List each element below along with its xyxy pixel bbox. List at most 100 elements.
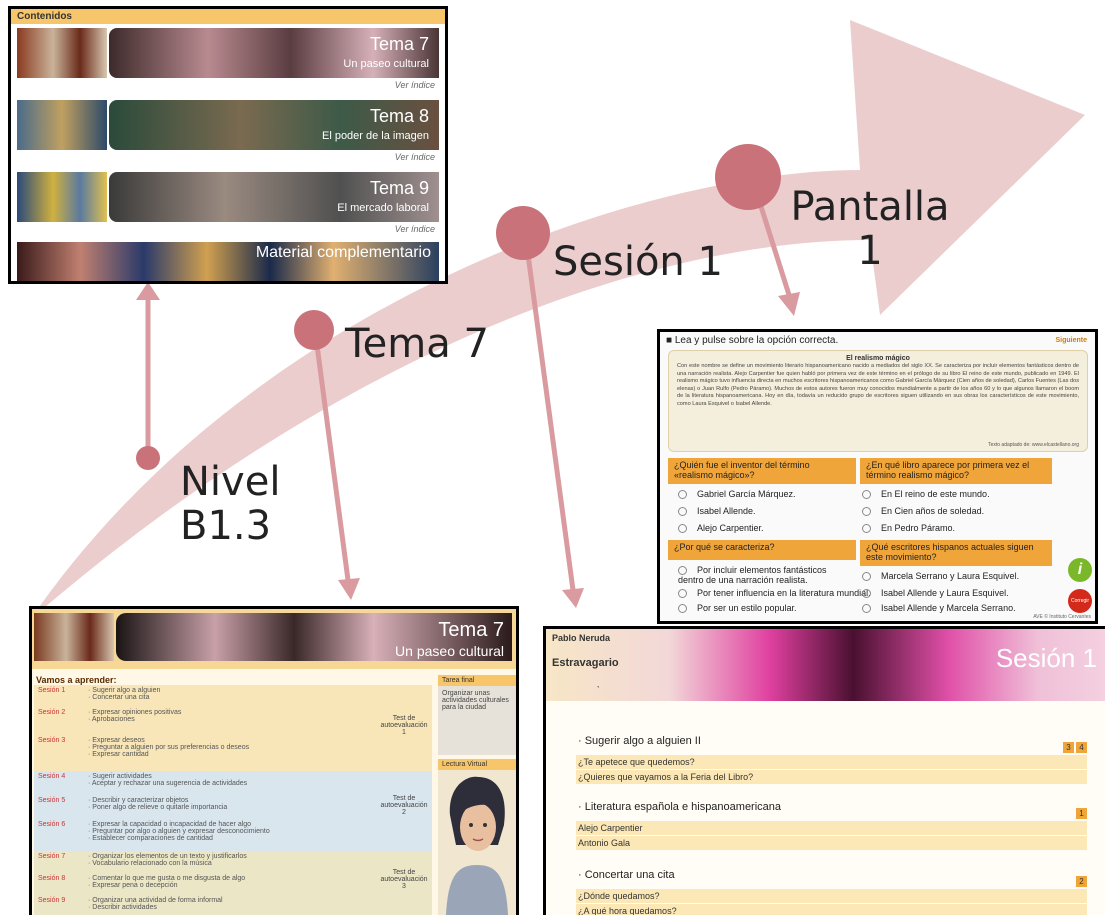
- badge[interactable]: 4: [1076, 742, 1087, 753]
- connector-pantalla-head: [778, 292, 800, 316]
- option-3c[interactable]: Por ser un estilo popular.: [678, 603, 797, 614]
- section-title-3: · Concertar una cita: [578, 869, 675, 881]
- option-4b[interactable]: Isabel Allende y Laura Esquivel.: [862, 588, 1009, 599]
- option-text: Por tener influencia en la literatura mu…: [697, 588, 871, 598]
- session-text: · Sugerir actividades · Aceptar y rechaz…: [88, 773, 248, 787]
- section-item[interactable]: Antonio Gala: [576, 836, 1087, 850]
- connector-sesion: [522, 231, 576, 591]
- sesion-panel: Pablo Neruda Estravagario ◔ Sesión 1 · S…: [543, 626, 1105, 915]
- radio-icon[interactable]: [678, 604, 687, 614]
- session-text: · Describir y caracterizar objetos · Pon…: [88, 797, 228, 811]
- vamos-label: Vamos a aprender:: [36, 675, 117, 685]
- radio-icon[interactable]: [678, 507, 687, 517]
- section-item[interactable]: ¿Quieres que vayamos a la Feria del Libr…: [576, 770, 1087, 784]
- session-label: Sesión 3: [38, 737, 66, 744]
- tema-subtitle: El poder de la imagen: [321, 130, 429, 142]
- option-text: Isabel Allende y Marcela Serrano.: [881, 603, 1016, 613]
- radio-icon[interactable]: [862, 507, 871, 517]
- radio-icon[interactable]: [862, 490, 871, 500]
- radio-icon[interactable]: [678, 490, 687, 500]
- option-3a[interactable]: Por incluir elementos fantásticos dentro…: [678, 565, 850, 585]
- radio-icon[interactable]: [862, 604, 871, 614]
- tema-row-9[interactable]: Tema 9 El mercado laboral Ver índice: [17, 172, 439, 240]
- reading-title: El realismo mágico: [846, 355, 910, 362]
- autoeval-2[interactable]: Test de autoevaluación 2: [380, 795, 428, 816]
- ver-indice-link[interactable]: Ver índice: [394, 224, 435, 234]
- sesion-header: Pablo Neruda Estravagario ◔ Sesión 1: [546, 629, 1105, 701]
- session-text: · Expresar deseos · Preguntar a alguien …: [88, 737, 250, 758]
- sesion-author: Pablo Neruda: [552, 633, 611, 643]
- option-3b[interactable]: Por tener influencia en la literatura mu…: [678, 588, 871, 599]
- option-1a[interactable]: Gabriel García Márquez.: [678, 489, 796, 500]
- label-nivel: Nivel B1.3: [180, 459, 281, 549]
- badge[interactable]: 1: [1076, 808, 1087, 819]
- section-item[interactable]: ¿Te apetece que quedemos?: [576, 755, 1087, 769]
- section-badges-2: 1: [1074, 803, 1087, 821]
- ver-indice-link[interactable]: Ver índice: [394, 80, 435, 90]
- session-label: Sesión 4: [38, 773, 66, 780]
- instruction: ■ Lea y pulse sobre la opción correcta.: [666, 335, 839, 346]
- session-label: Sesión 5: [38, 797, 66, 804]
- autoeval-1[interactable]: Test de autoevaluación 1: [380, 715, 428, 736]
- material-title: Material complementario: [255, 244, 431, 261]
- question-1: ¿Quién fue el inventor del término «real…: [668, 458, 856, 484]
- radio-icon[interactable]: [678, 566, 687, 576]
- tema-header-thumb: [34, 613, 114, 661]
- label-tema: Tema 7: [345, 321, 489, 367]
- tema-panel: Tema 7 Un paseo cultural Vamos a aprende…: [29, 606, 519, 915]
- question-2: ¿En qué libro aparece por primera vez el…: [860, 458, 1052, 484]
- sesion-title: Sesión 1: [995, 643, 1097, 673]
- radio-icon[interactable]: [862, 572, 871, 582]
- session-text: · Organizar una actividad de forma infor…: [88, 897, 223, 911]
- radio-icon[interactable]: [678, 524, 687, 534]
- session-label: Sesión 2: [38, 709, 66, 716]
- tema-row-8[interactable]: Tema 8 El poder de la imagen Ver índice: [17, 100, 439, 168]
- tema-subtitle: Un paseo cultural: [343, 58, 429, 70]
- badge[interactable]: 2: [1076, 876, 1087, 887]
- option-text: Isabel Allende y Laura Esquivel.: [881, 588, 1009, 598]
- session-label: Sesión 1: [38, 687, 66, 694]
- badge[interactable]: 3: [1063, 742, 1074, 753]
- section-item[interactable]: Alejo Carpentier: [576, 821, 1087, 835]
- option-1c[interactable]: Alejo Carpentier.: [678, 523, 764, 534]
- autoeval-3[interactable]: Test de autoevaluación 3: [380, 869, 428, 890]
- tema-row-7[interactable]: Tema 7 Un paseo cultural Ver índice: [17, 28, 439, 96]
- radio-icon[interactable]: [862, 524, 871, 534]
- tema-thumbnail: [17, 172, 107, 222]
- section-item[interactable]: ¿A qué hora quedamos?: [576, 904, 1087, 915]
- node-sesion: [496, 206, 550, 260]
- lectura-box[interactable]: Lectura Virtual: [438, 759, 516, 915]
- option-4a[interactable]: Marcela Serrano y Laura Esquivel.: [862, 571, 1020, 582]
- session-label: Sesión 7: [38, 853, 66, 860]
- option-2a[interactable]: En El reino de este mundo.: [862, 489, 990, 500]
- lectura-header: Lectura Virtual: [438, 759, 516, 770]
- sessions-table: Sesión 1· Sugerir algo a alguien · Conce…: [34, 685, 432, 915]
- tema-header-title: Tema 7: [438, 619, 504, 641]
- section-item[interactable]: ¿Dónde quedamos?: [576, 889, 1087, 903]
- ver-indice-link[interactable]: Ver índice: [394, 152, 435, 162]
- tarea-final-box[interactable]: Tarea final Organizar unas actividades c…: [438, 675, 516, 755]
- material-complementario[interactable]: Material complementario: [17, 242, 439, 281]
- tema-title: Tema 8: [369, 106, 429, 126]
- option-2b[interactable]: En Cien años de soledad.: [862, 506, 984, 517]
- session-label: Sesión 9: [38, 897, 66, 904]
- question-4: ¿Qué escritores hispanos actuales siguen…: [860, 540, 1052, 566]
- connector-tema-head: [338, 578, 360, 600]
- corregir-button[interactable]: Corregir: [1068, 589, 1092, 613]
- contenidos-panel: Contenidos Tema 7 Un paseo cultural Ver …: [8, 6, 448, 284]
- connector-tema: [312, 329, 351, 581]
- info-icon[interactable]: i: [1068, 558, 1092, 582]
- tema-banner: Tema 9 El mercado laboral: [109, 172, 439, 222]
- option-text: Marcela Serrano y Laura Esquivel.: [881, 571, 1020, 581]
- instruction-text: Lea y pulse sobre la opción correcta.: [674, 335, 839, 346]
- option-1b[interactable]: Isabel Allende.: [678, 506, 756, 517]
- radio-icon[interactable]: [678, 589, 687, 599]
- next-link[interactable]: Siguiente: [1055, 337, 1087, 344]
- radio-icon[interactable]: [862, 589, 871, 599]
- option-4c[interactable]: Isabel Allende y Marcela Serrano.: [862, 603, 1016, 614]
- tema-banner: Tema 7 Un paseo cultural: [109, 28, 439, 78]
- option-2c[interactable]: En Pedro Páramo.: [862, 523, 955, 534]
- node-tema: [294, 310, 334, 350]
